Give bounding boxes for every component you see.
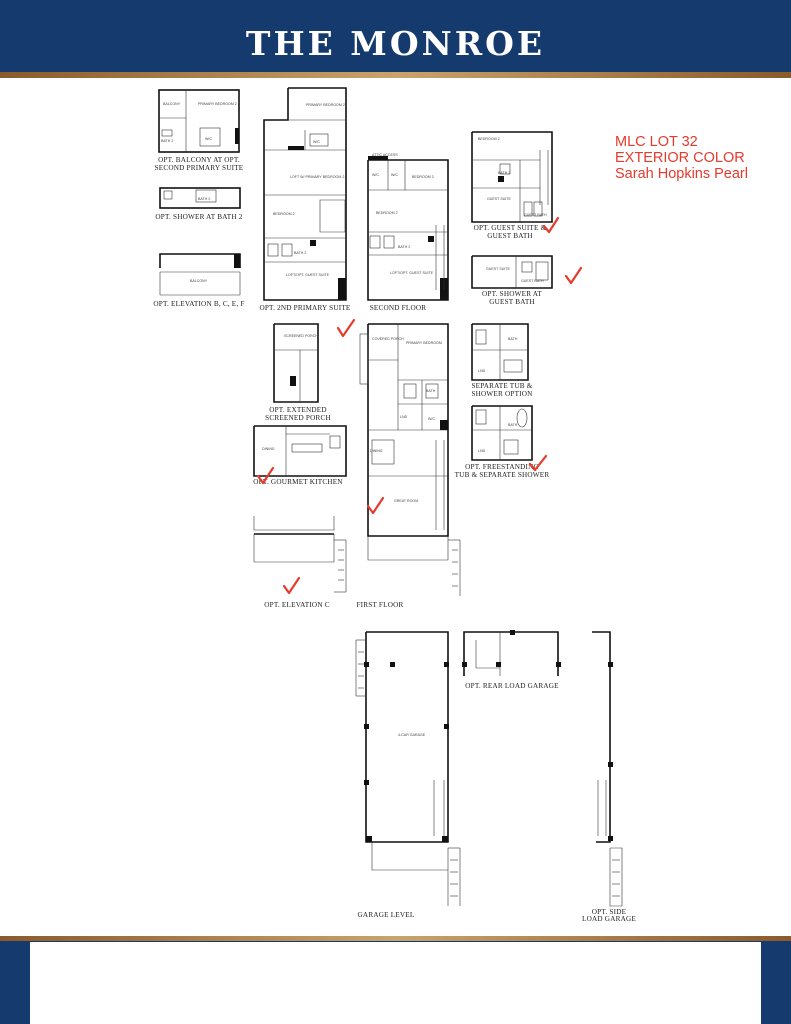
caption: OPT. REAR LOAD GARAGE — [465, 682, 559, 690]
room-label: BATH 2 — [198, 197, 210, 201]
footer-panel — [30, 942, 761, 1024]
room-label: BEDROOM 2 — [478, 137, 500, 141]
caption: GARAGE LEVEL — [358, 911, 415, 919]
exterior-color-value: Sarah Hopkins Pearl — [615, 166, 748, 182]
plan-second-floor: ATTIC ACCESS W/C W/C BEDROOM 3 BEDROOM 2… — [367, 153, 449, 312]
room-label: DINING — [370, 449, 383, 453]
caption: GUEST BATH — [489, 298, 535, 306]
check-mark-icon — [564, 266, 583, 285]
room-label: COVERED PORCH — [372, 337, 404, 341]
caption: OPT. SHOWER AT — [482, 290, 542, 298]
plan-opt-balcony: BALCONY PRIMARY BEDROOM 2 W/C BATH 2 OPT… — [155, 89, 244, 172]
page-title: THE MONROE — [245, 24, 546, 63]
check-mark-icon — [282, 576, 301, 595]
room-label: PRIMARY BEDROOM 2 — [198, 102, 237, 106]
caption: TUB & SEPARATE SHOWER — [455, 471, 550, 479]
room-label: BATH 2 — [294, 251, 306, 255]
caption: OPT. SHOWER AT BATH 2 — [155, 213, 242, 221]
selection-checkmarks — [256, 216, 583, 595]
caption: OPT. GOURMET KITCHEN — [253, 478, 343, 486]
plan-opt-extended-porch: SCREENED PORCH OPT. EXTENDED SCREENED PO… — [265, 323, 331, 422]
lot-number: MLC LOT 32 — [615, 134, 698, 150]
caption: OPT. ELEVATION C — [264, 601, 329, 609]
room-label: DINING — [262, 447, 275, 451]
caption: LOAD GARAGE — [582, 915, 636, 923]
room-label: BEDROOM 3 — [412, 175, 434, 179]
room-label: BEDROOM 2 — [273, 212, 295, 216]
caption: SECOND FLOOR — [370, 304, 427, 312]
plan-garage-level: 4-CAR GARAGE GARAGE LEVEL — [355, 631, 461, 919]
room-label: BEDROOM 2 — [376, 211, 398, 215]
plan-opt-gourmet-kitchen: DINING OPT. GOURMET KITCHEN — [253, 425, 347, 486]
check-mark-icon — [528, 454, 548, 472]
room-label: BATH 2 — [398, 245, 410, 249]
room-label: ATTIC ACCESS — [372, 153, 398, 157]
caption: FIRST FLOOR — [356, 601, 403, 609]
room-label: GUEST BATH — [524, 213, 547, 217]
plan-first-floor: COVERED PORCH PRIMARY BEDROOM BATH LND W… — [356, 323, 461, 609]
room-label: GUEST SUITE — [487, 197, 511, 201]
room-label: GREAT ROOM — [394, 499, 418, 503]
caption: SEPARATE TUB & — [471, 382, 532, 390]
room-label: LND — [400, 415, 408, 419]
room-label: BATH — [508, 423, 518, 427]
plan-opt-rear-load-garage: OPT. REAR LOAD GARAGE — [462, 630, 561, 690]
exterior-color-label: EXTERIOR COLOR — [615, 150, 745, 166]
caption: SHOWER OPTION — [471, 390, 533, 398]
plan-opt-elevation-bcef: BALCONY OPT. ELEVATION B, C, E, F — [153, 253, 244, 308]
header-gold-band — [0, 72, 791, 78]
caption: SECOND PRIMARY SUITE — [155, 164, 244, 172]
lot-note: MLC LOT 32 EXTERIOR COLOR Sarah Hopkins … — [615, 134, 785, 182]
room-label: BATH 2 — [161, 139, 173, 143]
footer-gold-band — [0, 936, 791, 941]
caption: OPT. ELEVATION B, C, E, F — [153, 300, 244, 308]
room-label: W/C — [205, 137, 212, 141]
caption: OPT. BALCONY AT OPT. — [158, 156, 240, 164]
room-label: LND — [478, 449, 486, 453]
caption: OPT. GUEST SUITE & — [474, 224, 547, 232]
room-label: LOFT W/ PRIMARY BEDROOM 2 — [290, 175, 344, 179]
plan-opt-guest-suite: BEDROOM 2 BATH 2 GUEST SUITE GUEST BATH … — [471, 131, 553, 240]
room-label: GUEST SUITE — [486, 267, 510, 271]
page-header: THE MONROE — [0, 0, 791, 76]
room-label: GUEST BATH — [521, 279, 544, 283]
room-label: BATH 2 — [498, 171, 510, 175]
plan-opt-elevation-c: OPT. ELEVATION C — [253, 516, 347, 609]
room-label: W/C — [372, 173, 379, 177]
room-label: BATH — [508, 337, 518, 341]
room-label: BATH — [426, 389, 436, 393]
room-label: SCREENED PORCH — [284, 334, 318, 338]
check-mark-icon — [542, 216, 560, 234]
caption: OPT. 2ND PRIMARY SUITE — [259, 304, 350, 312]
caption: GUEST BATH — [487, 232, 533, 240]
caption: OPT. FREESTANDING — [465, 463, 539, 471]
caption: SCREENED PORCH — [265, 414, 331, 422]
room-label: W/C — [428, 417, 435, 421]
room-label: PRIMARY BEDROOM — [406, 341, 442, 345]
room-label: LOFT/OPT. GUEST SUITE — [390, 271, 434, 275]
room-label: BALCONY — [190, 279, 208, 283]
plan-separate-tub-shower: BATH LND SEPARATE TUB & SHOWER OPTION — [471, 323, 533, 398]
room-label: W/C — [313, 140, 320, 144]
caption: OPT. EXTENDED — [269, 406, 327, 414]
check-mark-icon — [256, 466, 275, 485]
room-label: BALCONY — [163, 102, 181, 106]
room-label: LND — [478, 369, 486, 373]
plan-opt-2nd-primary-suite: PRIMARY BEDROOM 2 W/C LOFT W/ PRIMARY BE… — [259, 87, 351, 312]
plan-opt-side-load-garage: OPT. SIDE LOAD GARAGE — [582, 631, 636, 923]
room-label: PRIMARY BEDROOM 2 — [306, 103, 345, 107]
check-mark-icon — [336, 318, 356, 338]
room-label: LOFT/OPT. GUEST SUITE — [286, 273, 330, 277]
caption: OPT. SIDE — [592, 908, 627, 916]
plan-opt-shower-bath2: BATH 2 OPT. SHOWER AT BATH 2 — [155, 187, 243, 221]
room-label: W/C — [391, 173, 398, 177]
check-mark-icon — [366, 496, 385, 515]
plan-opt-freestanding-tub: BATH LND OPT. FREESTANDING TUB & SEPARAT… — [455, 405, 550, 479]
room-label: 4-CAR GARAGE — [398, 733, 426, 737]
plan-opt-shower-guest-bath: GUEST SUITE GUEST BATH OPT. SHOWER AT GU… — [471, 255, 553, 306]
